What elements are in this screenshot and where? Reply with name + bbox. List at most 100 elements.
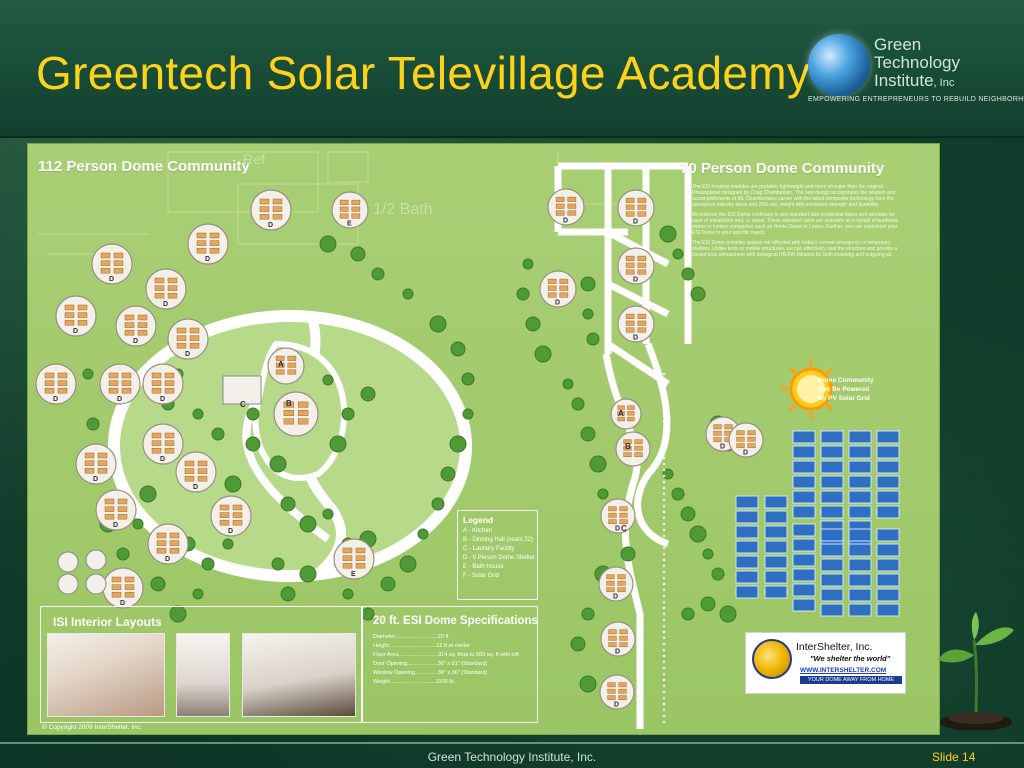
spec-row: Diameter............................20 f… xyxy=(373,634,449,640)
path-dot xyxy=(662,552,666,556)
tree xyxy=(429,315,447,333)
tree xyxy=(246,407,260,421)
path-dot xyxy=(662,558,666,562)
path-dot xyxy=(662,510,666,514)
legend-item: E - Bath House xyxy=(463,564,504,570)
svg-text:D: D xyxy=(109,276,114,283)
svg-text:D: D xyxy=(160,396,165,403)
path-dot xyxy=(662,612,666,616)
spec-row: Door Opening....................36" x 81… xyxy=(373,661,488,667)
path-dot xyxy=(662,528,666,532)
path-dot xyxy=(662,456,666,460)
svg-text:D: D xyxy=(633,276,638,283)
dome-shelter: D xyxy=(187,223,229,265)
legend-box: Legend A - Kitchen B - Dinning Hall (sea… xyxy=(457,510,538,600)
interior-photo-kitchen xyxy=(242,633,356,717)
description-text: The ESI housing modules are portable, li… xyxy=(692,184,904,262)
tree xyxy=(571,397,585,411)
dome-shelter: D xyxy=(102,567,144,609)
path-dot xyxy=(662,504,666,508)
dome-shelter: D xyxy=(600,498,636,534)
solar-panel xyxy=(792,490,816,504)
svg-text:D: D xyxy=(93,476,98,483)
tree xyxy=(150,576,166,592)
path-dot xyxy=(662,672,666,676)
svg-text:D: D xyxy=(163,301,168,308)
path-dot xyxy=(662,522,666,526)
svg-text:D: D xyxy=(613,593,618,600)
faded-ref-label: Ref xyxy=(243,151,265,167)
interior-photo-bedroom xyxy=(47,633,165,717)
badge-url-link[interactable]: WWW.INTERSHELTER.COM xyxy=(800,667,887,674)
dome-shelter: D xyxy=(539,270,577,308)
tree xyxy=(570,636,586,652)
tree xyxy=(681,267,695,281)
tree xyxy=(350,246,366,262)
tree xyxy=(671,487,685,501)
solar-panel xyxy=(848,573,872,587)
tree xyxy=(690,286,706,302)
path-dot xyxy=(662,720,666,724)
path-dot xyxy=(662,618,666,622)
path-dot xyxy=(662,648,666,652)
path-dot xyxy=(662,600,666,604)
community-poster: Ref 1/2 Bath xyxy=(27,143,940,735)
kitchen-label: A xyxy=(278,360,284,369)
svg-text:D: D xyxy=(614,701,619,708)
badge-subline: YOUR DOME AWAY FROM HOME xyxy=(800,676,902,684)
path-dot xyxy=(662,408,666,412)
path-dot xyxy=(662,474,666,478)
laundry-label-right: C xyxy=(621,524,627,533)
dome-shelter: D xyxy=(598,566,634,602)
interior-layouts-box: ISI Interior Layouts xyxy=(40,606,362,723)
path-dot xyxy=(662,708,666,712)
solar-panel xyxy=(764,510,788,524)
solar-panel xyxy=(848,528,872,542)
legend-item: D - 6 Person Dome Shelter xyxy=(463,555,536,561)
path-dot xyxy=(662,660,666,664)
globe-icon xyxy=(808,34,870,96)
dome-shelter: D xyxy=(547,188,585,226)
path-dot xyxy=(662,564,666,568)
solar-panel xyxy=(764,525,788,539)
dome-shelter: D xyxy=(35,363,77,405)
tree xyxy=(702,548,714,560)
tree xyxy=(342,588,354,600)
dome-shelter: D xyxy=(617,247,655,285)
solar-panel xyxy=(876,460,900,474)
solar-panel xyxy=(876,588,900,602)
dome-cluster xyxy=(57,551,79,573)
tree xyxy=(719,605,737,623)
svg-text:D: D xyxy=(133,338,138,345)
solar-panel xyxy=(735,495,759,509)
tree xyxy=(86,417,100,431)
path-dot xyxy=(662,498,666,502)
path-dot xyxy=(662,684,666,688)
tree xyxy=(689,525,707,543)
solar-panel xyxy=(735,510,759,524)
tree xyxy=(371,267,385,281)
tree xyxy=(659,225,677,243)
svg-text:D: D xyxy=(205,256,210,263)
dome-shelter: D xyxy=(147,523,189,565)
tree xyxy=(662,468,674,480)
solar-panel xyxy=(820,558,844,572)
path-dot xyxy=(662,576,666,580)
badge-company-name: InterShelter, Inc. xyxy=(796,641,873,653)
path-dot xyxy=(662,588,666,592)
path-dot xyxy=(662,630,666,634)
dome-shelter: D xyxy=(142,423,184,465)
dome-specs-list: Diameter............................20 f… xyxy=(373,633,533,687)
path-dot xyxy=(662,480,666,484)
path-dot xyxy=(662,372,666,376)
solar-panel-grid xyxy=(735,430,900,617)
laundry-label: C xyxy=(240,400,246,409)
solar-panel xyxy=(876,558,900,572)
path-dot xyxy=(662,396,666,400)
legend-item: B - Dinning Hall (seats 22) xyxy=(463,537,534,543)
solar-panel xyxy=(764,540,788,554)
dome-shelter: D xyxy=(250,189,292,231)
solar-panel xyxy=(764,495,788,509)
power-note-line: Can Be Powered xyxy=(818,386,870,393)
